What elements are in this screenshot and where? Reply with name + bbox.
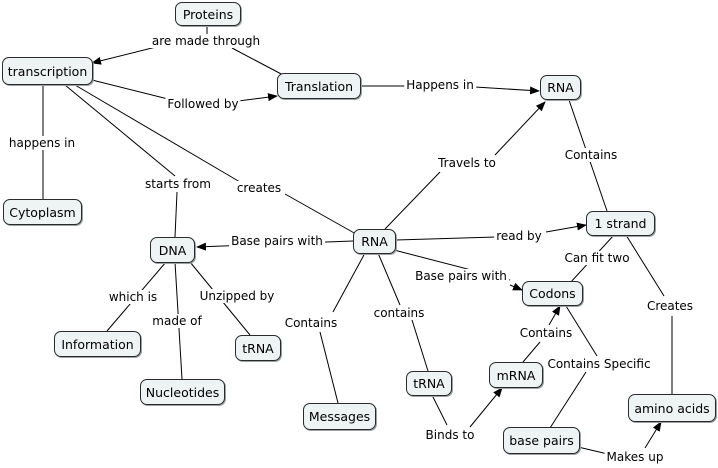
link-label-unzipped-by: Unzipped by <box>197 289 277 303</box>
link-label-contains-mrna: Contains <box>517 326 575 340</box>
edge-creates-rna <box>284 193 357 235</box>
link-label-can-fit-two: Can fit two <box>562 251 632 265</box>
node-nucleotides[interactable]: Nucleotides <box>140 379 225 405</box>
node-mrna[interactable]: mRNA <box>489 362 543 388</box>
node-rna-top[interactable]: RNA <box>540 75 581 100</box>
edge-rna-travels <box>384 171 441 230</box>
node-one-strand[interactable]: 1 strand <box>586 211 655 236</box>
link-label-contains-messages: Contains <box>282 316 340 330</box>
edge-makesup-amino <box>644 421 662 449</box>
link-label-creates-amino: Creates <box>644 299 696 313</box>
link-label-followed-by: Followed by <box>165 97 241 111</box>
edge-contains-trna <box>411 319 429 372</box>
node-cytoplasm[interactable]: Cytoplasm <box>3 199 82 225</box>
link-label-creates: creates <box>234 181 284 195</box>
edge-contains-codons <box>548 305 561 326</box>
node-rna-center[interactable]: RNA <box>353 229 396 254</box>
node-base-pairs[interactable]: base pairs <box>503 427 580 454</box>
node-proteins[interactable]: Proteins <box>175 2 241 26</box>
edge-bp-codons <box>509 282 523 291</box>
node-translation[interactable]: Translation <box>277 73 361 99</box>
edge-readby-strand <box>545 222 587 233</box>
edge-startsfrom-dna <box>174 191 178 238</box>
link-label-made-of: made of <box>150 314 204 328</box>
edge-transcription-creates <box>74 84 241 183</box>
node-information[interactable]: Information <box>54 331 141 357</box>
edge-transcription-followed <box>91 79 169 100</box>
link-label-contains-trna: contains <box>371 306 427 320</box>
node-messages[interactable]: Messages <box>303 403 376 430</box>
edge-specific-basepairs <box>549 371 587 429</box>
edge-rna-trna <box>377 252 401 306</box>
link-label-happens-in-cytoplasm: happens in <box>6 136 78 150</box>
link-label-are-made-through: are made through <box>149 34 263 48</box>
node-trna-left[interactable]: tRNA <box>235 335 281 361</box>
node-transcription[interactable]: transcription <box>2 57 93 85</box>
edge-rna-messages <box>332 252 366 313</box>
node-amino-acids[interactable]: amino acids <box>628 394 716 422</box>
edge-codons-specific <box>565 305 598 357</box>
link-label-read-by: read by <box>494 229 544 243</box>
edge-followed-translation <box>237 93 278 102</box>
edge-travels-rna <box>494 101 546 156</box>
link-label-base-pairs-with-codons: Base pairs with <box>413 269 509 283</box>
link-label-travels-to: Travels to <box>436 156 498 170</box>
node-trna-center[interactable]: tRNA <box>406 371 452 396</box>
link-label-happens-in-rna: Happens in <box>404 78 476 92</box>
link-label-starts-from: starts from <box>143 177 213 191</box>
link-label-makes-up: Makes up <box>604 450 666 464</box>
edge-bindsto-mrna <box>469 387 503 428</box>
edge-label-transcription <box>91 45 161 65</box>
link-label-base-pairs-with-dna: Base pairs with <box>229 234 325 248</box>
edge-strand-creates <box>625 234 665 297</box>
edge-mrna-contains <box>522 341 541 363</box>
edge-trna-bindsto <box>431 394 448 426</box>
node-dna[interactable]: DNA <box>150 237 195 263</box>
edge-transcription-startsfrom <box>64 84 176 177</box>
link-label-contains-top: Contains <box>562 148 620 162</box>
edge-happensin-rna <box>474 86 540 95</box>
link-label-contains-specific: Contains Specific <box>545 357 653 371</box>
node-codons[interactable]: Codons <box>522 281 583 306</box>
edge-contains-messages <box>319 331 339 404</box>
edge-rna-readby <box>395 236 497 241</box>
link-label-which-is: which is <box>106 290 160 304</box>
link-label-binds-to: Binds to <box>423 428 477 442</box>
edge-label-translation <box>231 47 286 77</box>
